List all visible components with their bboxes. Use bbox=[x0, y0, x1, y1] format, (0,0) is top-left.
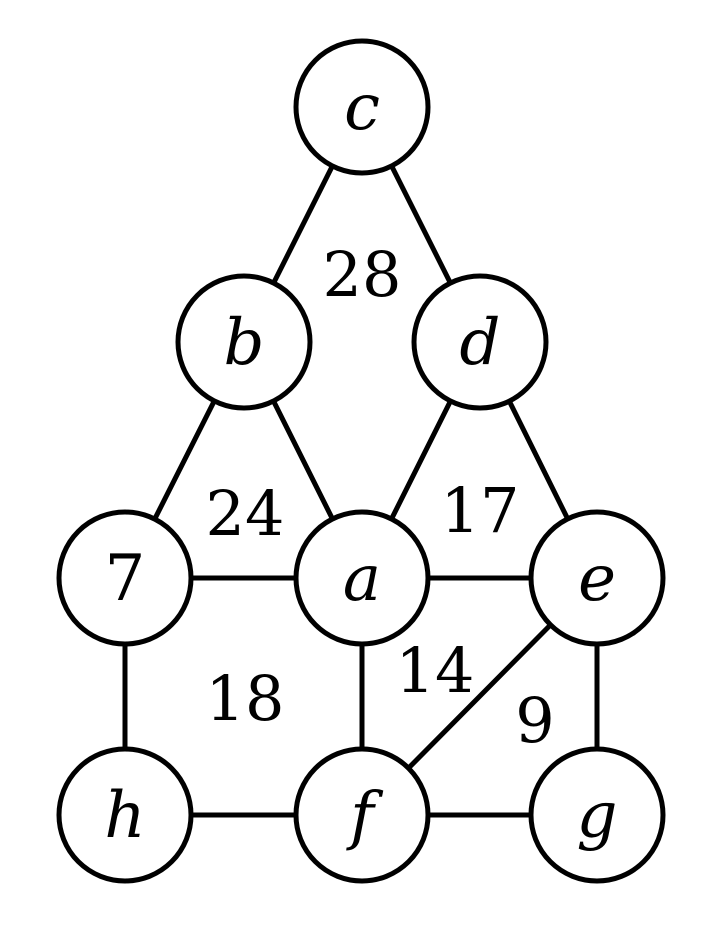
node-label: a bbox=[343, 542, 381, 616]
node-c: c bbox=[293, 38, 431, 176]
node-circle bbox=[56, 746, 194, 884]
node-label: g bbox=[577, 779, 618, 853]
node-circle bbox=[411, 273, 549, 411]
node-circle bbox=[293, 38, 431, 176]
node-circle bbox=[175, 273, 313, 411]
face-label-9: 9 bbox=[515, 684, 554, 757]
node-g: g bbox=[528, 746, 666, 884]
nodes: c b d 7 a e h f g bbox=[56, 38, 666, 884]
face-label-14: 14 bbox=[396, 634, 475, 707]
node-label: b bbox=[224, 306, 265, 380]
node-label: h bbox=[104, 779, 145, 853]
node-a: a bbox=[293, 509, 431, 647]
node-circle bbox=[528, 746, 666, 884]
node-f: f bbox=[293, 746, 431, 884]
node-e: e bbox=[528, 509, 666, 647]
node-circle bbox=[293, 746, 431, 884]
node-label: d bbox=[460, 306, 501, 380]
node-circle bbox=[56, 509, 194, 647]
face-label-28: 28 bbox=[323, 238, 402, 311]
node-label: e bbox=[578, 542, 616, 616]
face-labels: 28 24 17 18 14 9 bbox=[206, 238, 555, 757]
face-label-18: 18 bbox=[206, 662, 285, 735]
node-b: b bbox=[175, 273, 313, 411]
node-h: h bbox=[56, 746, 194, 884]
node-7: 7 bbox=[56, 509, 194, 647]
node-circle bbox=[528, 509, 666, 647]
face-label-24: 24 bbox=[206, 477, 285, 550]
node-label: 7 bbox=[105, 542, 146, 616]
node-label: c bbox=[344, 71, 380, 145]
face-label-17: 17 bbox=[441, 474, 520, 547]
node-circle bbox=[293, 509, 431, 647]
node-d: d bbox=[411, 273, 549, 411]
